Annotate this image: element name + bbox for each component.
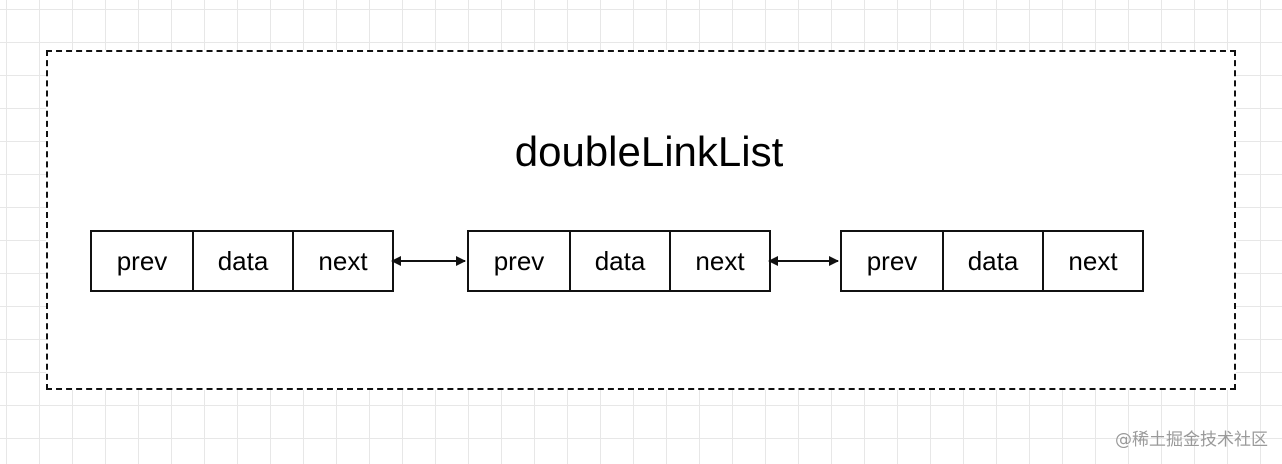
node-3-data-cell: data xyxy=(942,232,1042,290)
list-node-2: prev data next xyxy=(467,230,771,292)
node-1-data-cell: data xyxy=(192,232,292,290)
list-node-3: prev data next xyxy=(840,230,1144,292)
node-1-prev-cell: prev xyxy=(116,245,168,276)
node-2-next-cell: next xyxy=(669,232,769,290)
watermark-text: @稀土掘金技术社区 xyxy=(1115,430,1268,450)
node-3-prev-cell: prev xyxy=(866,245,918,276)
node-1-next-cell: next xyxy=(292,232,392,290)
node-3-next-cell: next xyxy=(1042,232,1142,290)
diagram-title: doubleLinkList xyxy=(514,128,784,175)
node-2-prev-cell: prev xyxy=(493,245,545,276)
dashed-container xyxy=(46,50,1236,390)
node-2-data-cell: data xyxy=(569,232,669,290)
list-node-1: prev data next xyxy=(90,230,394,292)
